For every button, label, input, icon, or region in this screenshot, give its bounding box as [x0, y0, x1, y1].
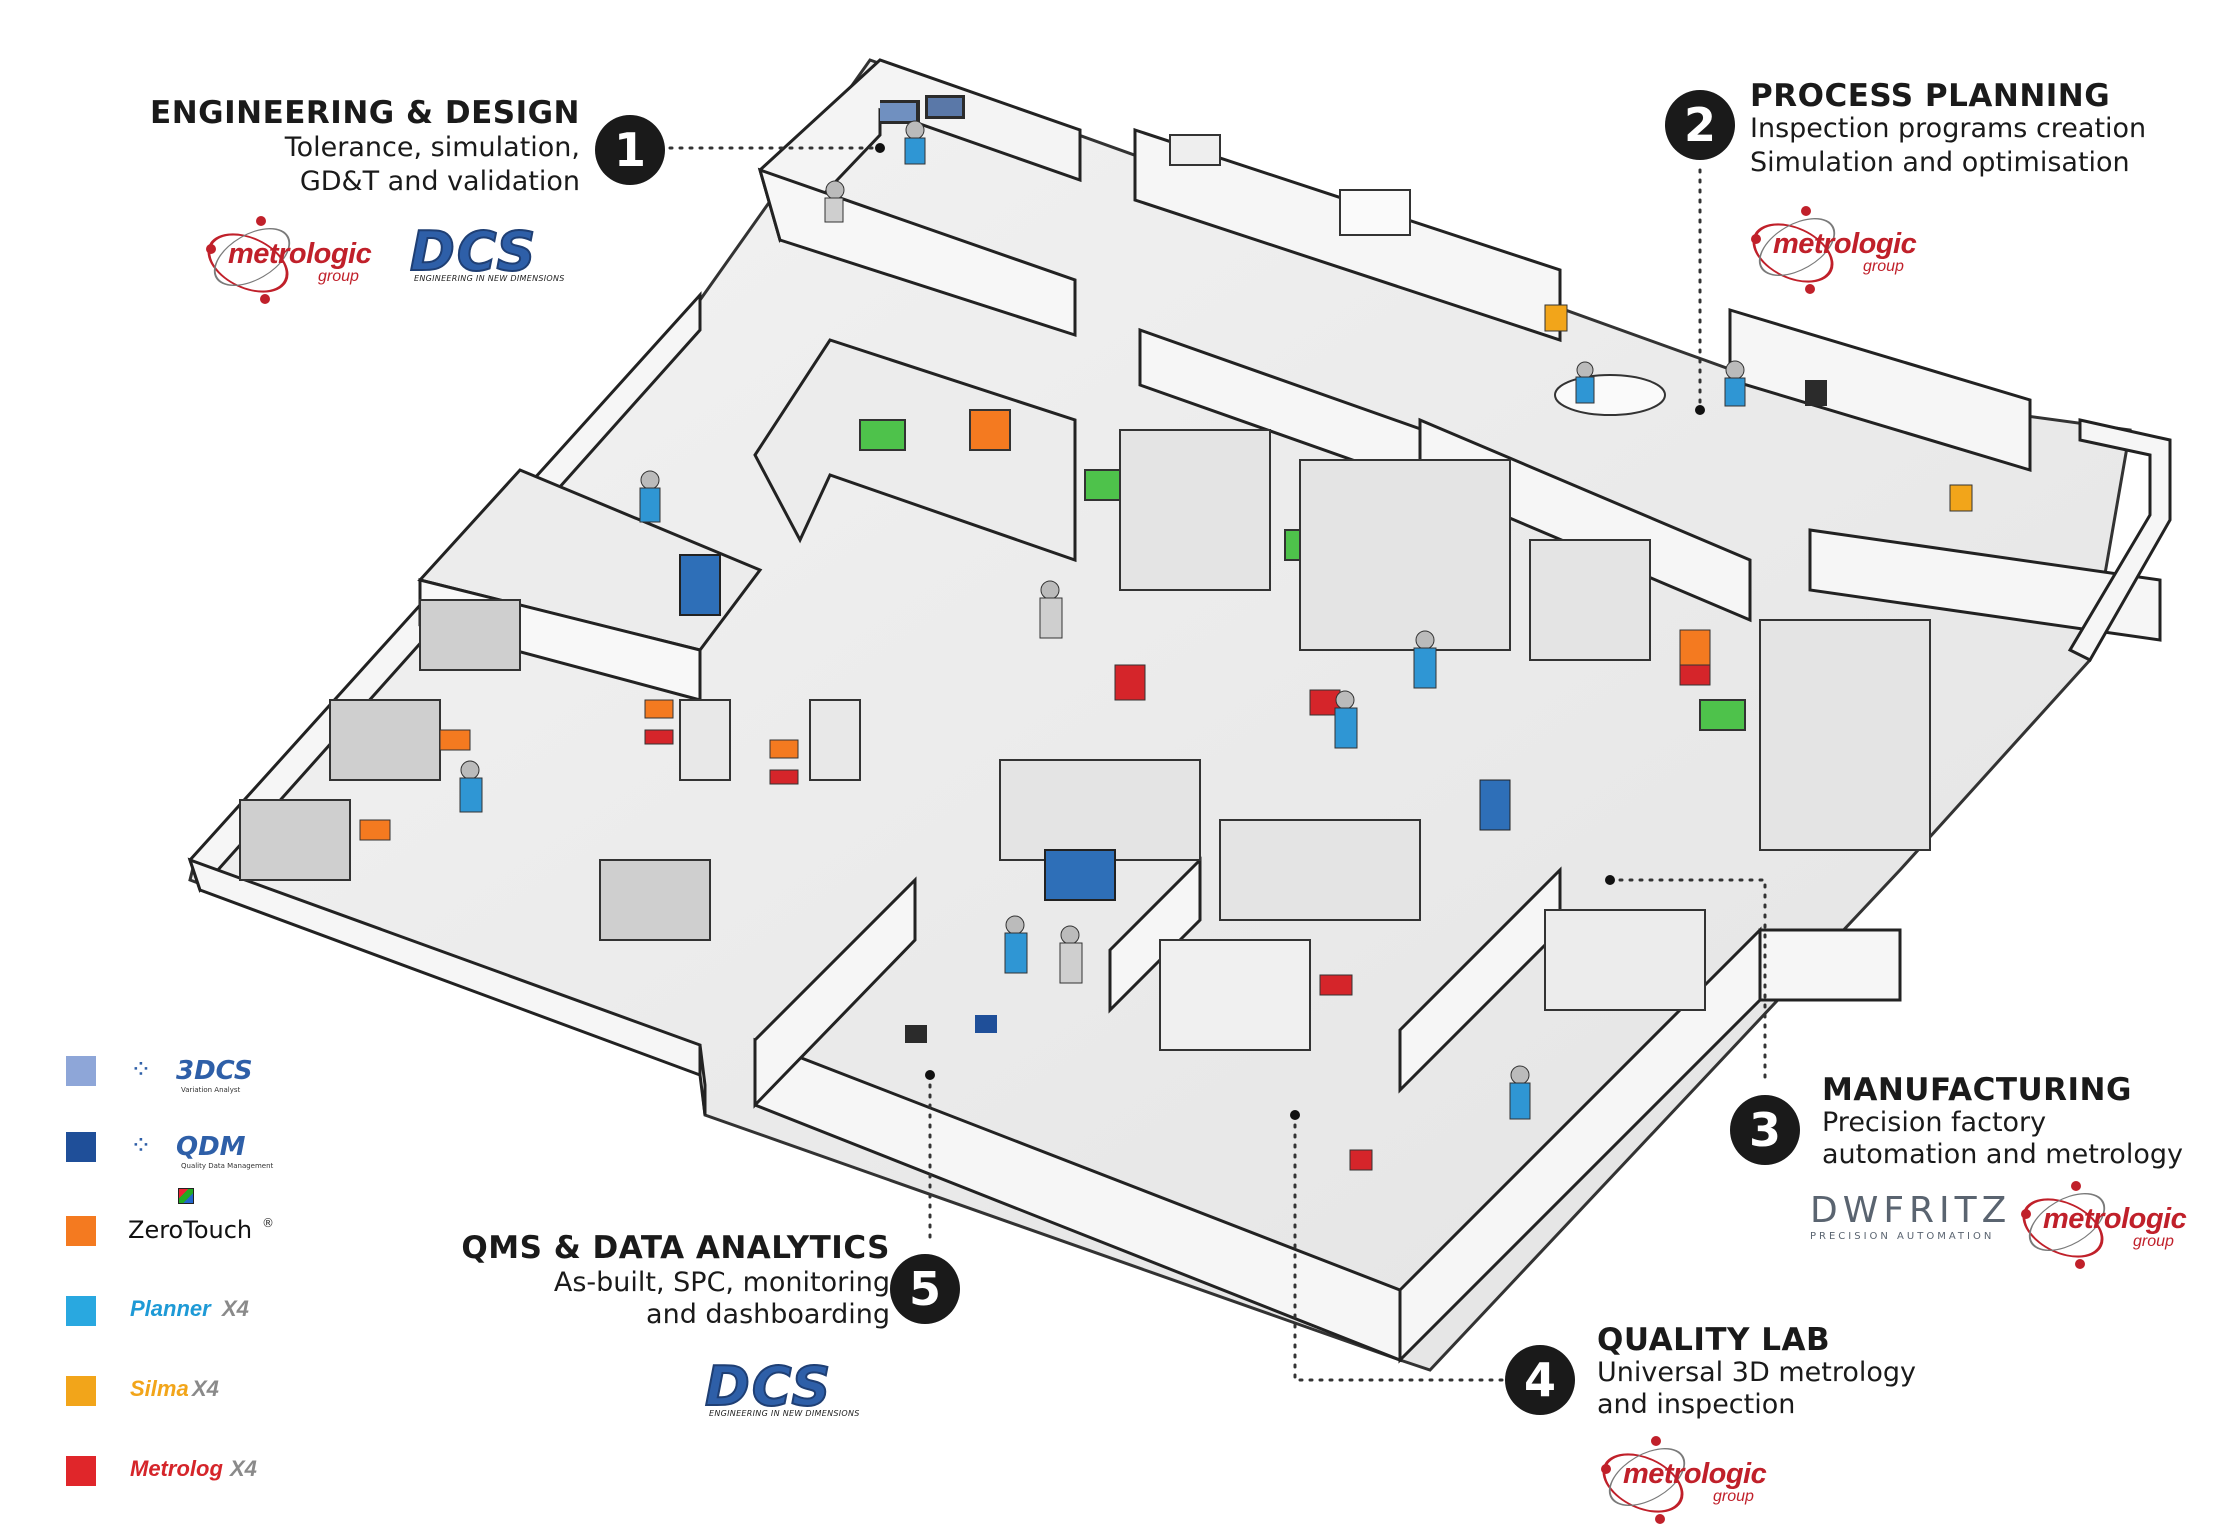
engineering-office: [757, 58, 1082, 338]
callout-title: PROCESS PLANNING: [1750, 78, 2111, 114]
cube-icon: [178, 1188, 194, 1204]
molecule-icon: ⁘: [130, 1054, 152, 1084]
molecule-icon: ⁘: [130, 1130, 152, 1160]
legend-sublabel: Quality Data Management: [181, 1162, 274, 1170]
callout-line: and inspection: [1597, 1389, 1796, 1420]
callout-quality-lab: 4 QUALITY LAB Universal 3D metrology and…: [1505, 1320, 1965, 1430]
dcs-logo: DCS ENGINEERING IN NEW DIMENSIONS: [704, 1354, 860, 1419]
callout-line: GD&T and validation: [299, 166, 580, 197]
callout-manufacturing: 3 MANUFACTURING Precision factory automa…: [1730, 1070, 2220, 1180]
legend-swatch: [66, 1376, 96, 1406]
callout-line: automation and metrology: [1822, 1139, 2183, 1170]
callout-line: Simulation and optimisation: [1750, 147, 2130, 178]
legend-swatch: [66, 1056, 96, 1086]
metrologic-logo: metrologic group: [2013, 1175, 2215, 1275]
callout-line: and dashboarding: [646, 1299, 890, 1330]
callout-title: QMS & DATA ANALYTICS: [461, 1230, 890, 1266]
step-badge: 1: [595, 115, 665, 185]
step-badge: 3: [1730, 1095, 1800, 1165]
legend-sublabel: X4: [222, 1296, 249, 1321]
leader-dots: [875, 143, 1705, 1120]
callout-process-planning: 2 PROCESS PLANNING Inspection programs c…: [1660, 78, 2220, 178]
legend-label: Planner: [130, 1296, 211, 1321]
metrologic-logo: metrologic group: [1593, 1430, 1795, 1530]
callout-title: ENGINEERING & DESIGN: [150, 95, 580, 131]
metrologic-logo: metrologic group: [198, 210, 400, 310]
legend-label: Silma: [130, 1376, 189, 1401]
callout-qms-data-analytics: QMS & DATA ANALYTICS As-built, SPC, moni…: [420, 1230, 980, 1340]
robot-cells: [753, 338, 1931, 851]
left-assembly-zone: [239, 468, 861, 941]
legend-swatch: [66, 1296, 96, 1326]
callout-line: Inspection programs creation: [1750, 113, 2147, 144]
legend-label: QDM: [176, 1132, 246, 1162]
legend-sublabel: X4: [230, 1456, 257, 1481]
legend-label: Metrolog: [130, 1456, 223, 1481]
callout-title: MANUFACTURING: [1822, 1072, 2132, 1108]
legend-label: ZeroTouch: [128, 1216, 253, 1244]
legend-sublabel: ®: [262, 1216, 274, 1230]
legend-swatch: [66, 1132, 96, 1162]
dcs-logo: DCS ENGINEERING IN NEW DIMENSIONS: [409, 219, 565, 284]
legend-sublabel: X4: [192, 1376, 219, 1401]
legend-swatch: [66, 1456, 96, 1486]
callout-title: QUALITY LAB: [1597, 1322, 1831, 1358]
step-badge: 2: [1665, 90, 1735, 160]
quality-and-qms-zone: [753, 759, 1706, 1171]
callout-line: Universal 3D metrology: [1597, 1357, 1916, 1388]
callout-line: Precision factory: [1822, 1107, 2047, 1138]
outer-walls: [187, 291, 1902, 1364]
callout-line: As-built, SPC, monitoring: [553, 1267, 890, 1298]
callout-line: Tolerance, simulation,: [284, 132, 580, 163]
dwfritz-logo: DWFRITZ PRECISION AUTOMATION: [1810, 1190, 2012, 1242]
legend-label: 3DCS: [176, 1056, 253, 1086]
legend-sublabel: Variation Analyst: [181, 1086, 241, 1094]
metrologic-logo: metrologic group: [1743, 200, 1945, 300]
step-badge: 5: [890, 1254, 960, 1324]
step-badge: 4: [1505, 1345, 1575, 1415]
leader-lines: [668, 146, 1767, 1382]
legend-swatch: [66, 1216, 96, 1246]
